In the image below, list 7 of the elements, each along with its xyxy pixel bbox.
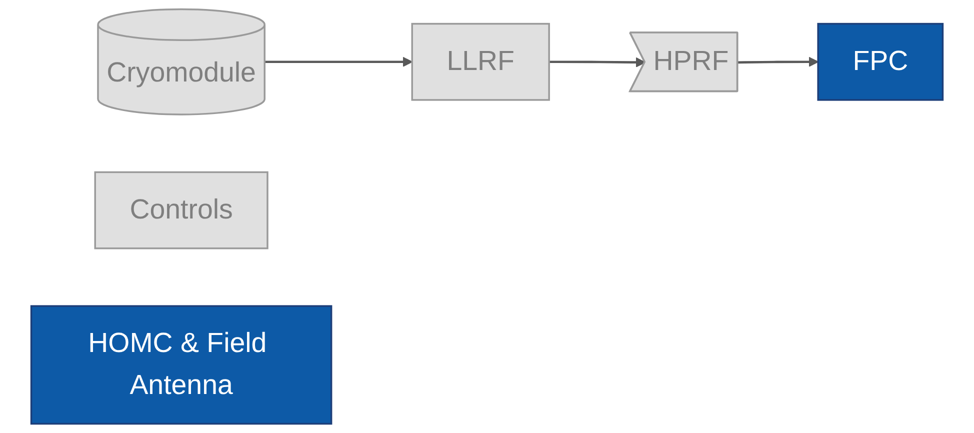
- arrow: [549, 57, 646, 68]
- node-box: LLRF: [411, 22, 550, 101]
- arrow: [264, 56, 413, 67]
- node-box: FPC: [817, 22, 944, 101]
- arrow: [738, 56, 819, 67]
- node-box: HOMC & Field Antenna: [30, 305, 332, 425]
- node-box: Controls: [94, 171, 268, 250]
